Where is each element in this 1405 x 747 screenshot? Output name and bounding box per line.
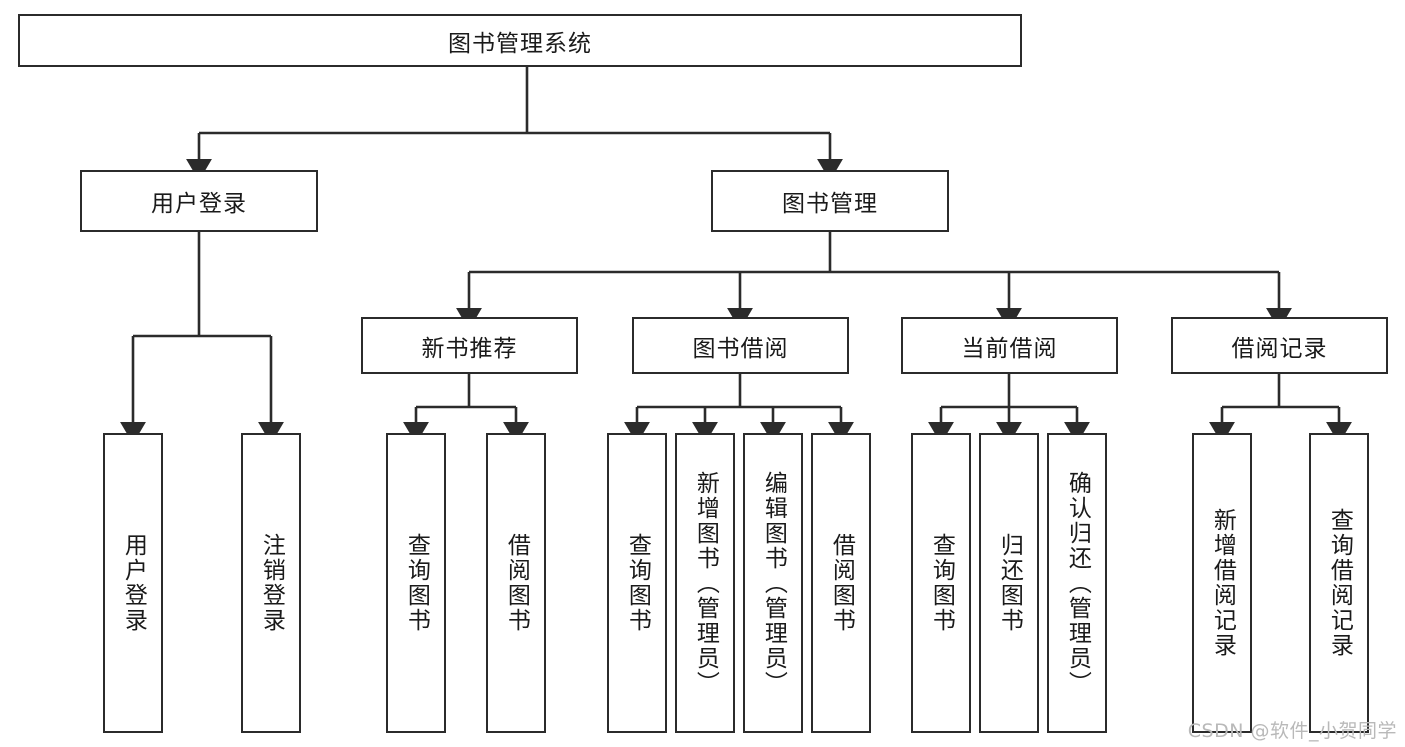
node-book-borrow[interactable]: 图书借阅 — [632, 317, 849, 374]
node-leaf-query-record-label: 查询借阅记录 — [1326, 508, 1353, 658]
node-book-manage[interactable]: 图书管理 — [711, 170, 949, 232]
node-leaf-query-book-2-label: 查询图书 — [624, 533, 651, 633]
node-leaf-add-record-label: 新增借阅记录 — [1209, 508, 1236, 658]
node-new-book-rec-label: 新书推荐 — [421, 335, 518, 362]
node-new-book-rec[interactable]: 新书推荐 — [361, 317, 578, 374]
node-leaf-edit-book-label: 编辑图书（管理员） — [760, 470, 787, 696]
node-root[interactable]: 图书管理系统 — [18, 14, 1022, 67]
node-leaf-logout-login[interactable]: 注销登录 — [241, 433, 301, 733]
node-book-manage-label: 图书管理 — [782, 191, 878, 217]
node-leaf-user-login[interactable]: 用户登录 — [103, 433, 163, 733]
node-leaf-query-book-2[interactable]: 查询图书 — [607, 433, 667, 733]
node-leaf-borrow-book-2[interactable]: 借阅图书 — [811, 433, 871, 733]
node-leaf-return-book-label: 归还图书 — [996, 533, 1023, 633]
node-leaf-query-record[interactable]: 查询借阅记录 — [1309, 433, 1369, 733]
node-borrow-record[interactable]: 借阅记录 — [1171, 317, 1388, 374]
node-leaf-return-book[interactable]: 归还图书 — [979, 433, 1039, 733]
node-leaf-borrow-book-1[interactable]: 借阅图书 — [486, 433, 546, 733]
node-leaf-borrow-book-2-label: 借阅图书 — [828, 533, 855, 633]
node-root-label: 图书管理系统 — [448, 30, 592, 57]
node-user-login-label: 用户登录 — [151, 191, 247, 217]
node-leaf-query-book-1-label: 查询图书 — [403, 533, 430, 633]
node-leaf-query-book-1[interactable]: 查询图书 — [386, 433, 446, 733]
node-leaf-confirm-return-label: 确认归还（管理员） — [1064, 470, 1091, 696]
node-leaf-add-book-label: 新增图书（管理员） — [692, 470, 719, 696]
node-leaf-query-book-3[interactable]: 查询图书 — [911, 433, 971, 733]
node-leaf-logout-login-label: 注销登录 — [258, 533, 285, 633]
node-borrow-record-label: 借阅记录 — [1231, 335, 1328, 362]
node-leaf-add-book[interactable]: 新增图书（管理员） — [675, 433, 735, 733]
node-current-borrow[interactable]: 当前借阅 — [901, 317, 1118, 374]
node-leaf-user-login-label: 用户登录 — [120, 533, 147, 633]
node-current-borrow-label: 当前借阅 — [961, 335, 1058, 362]
node-leaf-query-book-3-label: 查询图书 — [928, 533, 955, 633]
node-leaf-add-record[interactable]: 新增借阅记录 — [1192, 433, 1252, 733]
node-leaf-confirm-return[interactable]: 确认归还（管理员） — [1047, 433, 1107, 733]
node-user-login[interactable]: 用户登录 — [80, 170, 318, 232]
watermark: CSDN @软件_小贺同学 — [1187, 720, 1397, 742]
node-book-borrow-label: 图书借阅 — [692, 335, 789, 362]
node-leaf-borrow-book-1-label: 借阅图书 — [503, 533, 530, 633]
node-leaf-edit-book[interactable]: 编辑图书（管理员） — [743, 433, 803, 733]
